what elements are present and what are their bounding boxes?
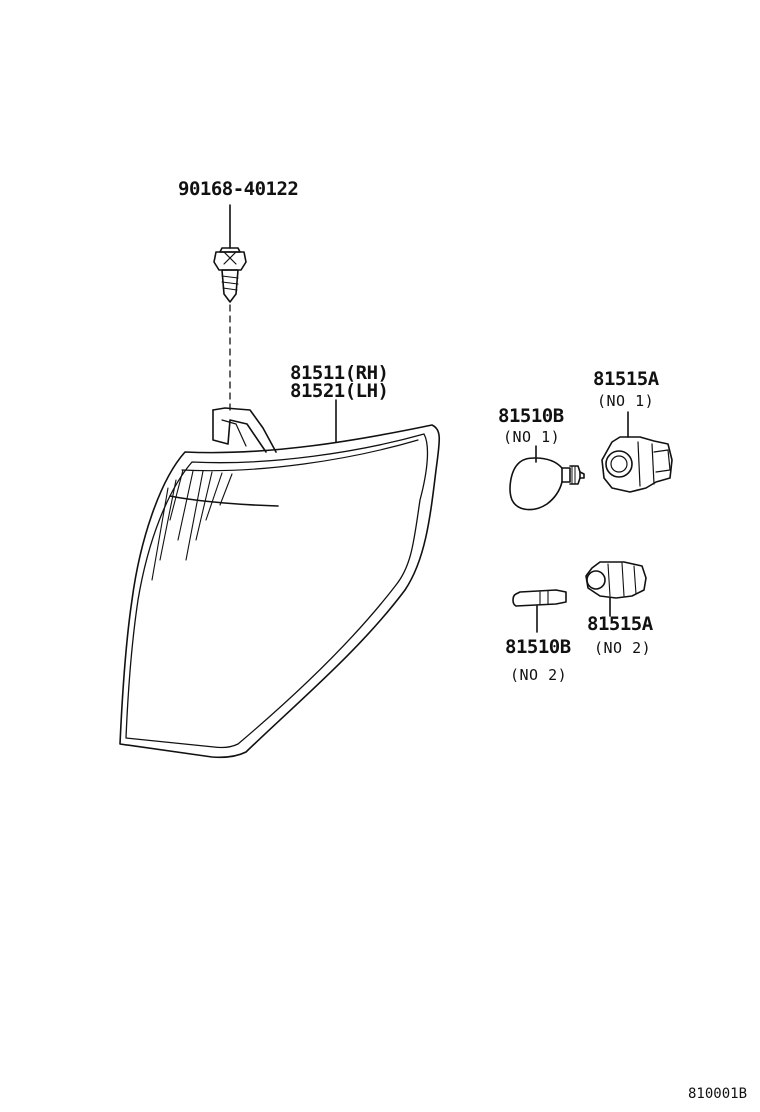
bulb-no1-glass xyxy=(509,457,563,511)
bulb-no1-note: (NO 1) xyxy=(503,428,561,446)
screw-part xyxy=(213,204,247,413)
lamp-inner-frame xyxy=(125,433,429,749)
diagram-code: 810001B xyxy=(688,1086,748,1102)
bulb-no2-part-number: 81510B xyxy=(505,636,571,658)
socket-no1-note: (NO 1) xyxy=(597,392,655,410)
socket-no2-note: (NO 2) xyxy=(594,639,652,657)
screw-shank xyxy=(221,269,239,303)
socket-no2-part-number: 81515A xyxy=(587,613,653,635)
screw-head xyxy=(213,251,247,271)
socket-no1-part xyxy=(601,411,673,493)
lamp-lh-part-number: 81521(LH) xyxy=(290,380,389,402)
corner-lamp-part xyxy=(119,399,441,759)
socket-no1-part-number: 81515A xyxy=(593,368,659,390)
bulb-no1-part xyxy=(509,445,585,511)
bulb-no2-part xyxy=(512,589,567,633)
socket-no2-part xyxy=(585,561,647,617)
lamp-outer-frame xyxy=(119,424,441,759)
bulb-no2-note: (NO 2) xyxy=(510,666,568,684)
lamp-rh-part-number: 81511(RH) xyxy=(290,362,389,384)
socket-no2-body xyxy=(585,561,647,599)
socket-no1-body xyxy=(601,436,673,493)
lamp-hatching xyxy=(151,469,233,581)
bulb-no1-part-number: 81510B xyxy=(498,405,564,427)
bulb-no2-glass xyxy=(512,589,567,607)
screw-part-number: 90168-40122 xyxy=(178,178,299,200)
